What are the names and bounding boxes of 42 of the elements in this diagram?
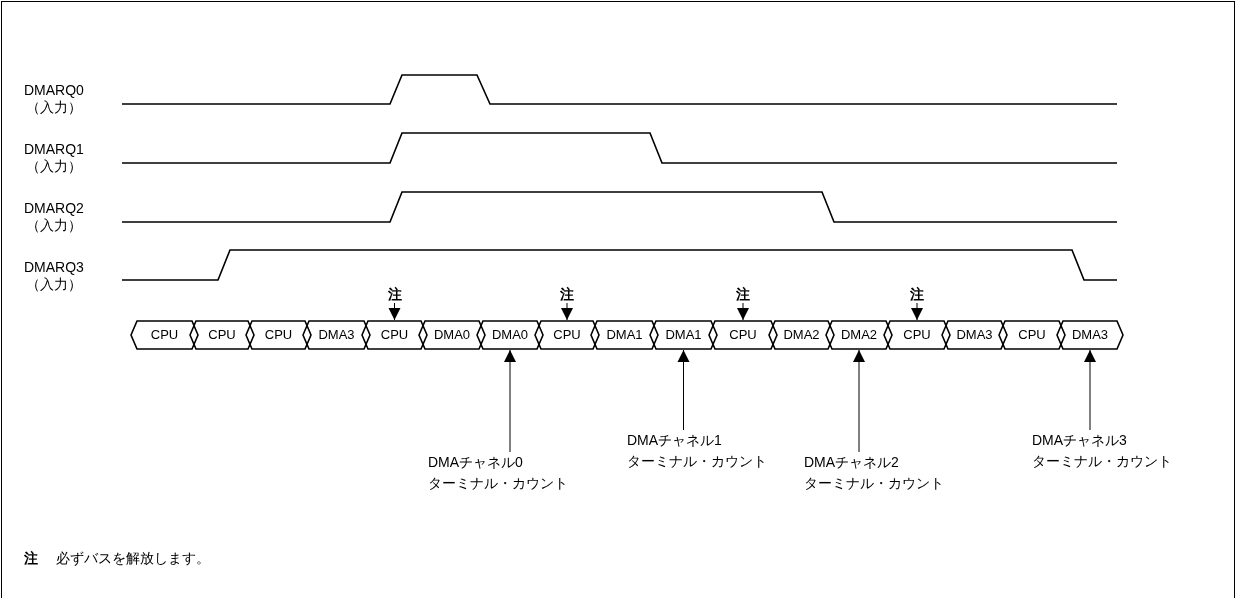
bus-cycle: CPU: [534, 320, 600, 350]
terminal-count-label: DMAチャネル2 ターミナル・カウント: [804, 452, 984, 494]
bus-cycle: CPU: [245, 320, 312, 350]
bus-cycle: CPU: [361, 320, 428, 350]
signal-direction: （入力）: [26, 99, 82, 116]
bus-cycle: DMA0: [476, 320, 544, 350]
leader-arrow: [561, 302, 573, 321]
bus-cycle: DMA1: [590, 320, 659, 350]
bus-cycle: DMA3: [941, 320, 1008, 350]
signal-direction: （入力）: [26, 158, 82, 175]
bus-cycle: DMA0: [418, 320, 486, 350]
bus-cycle: CPU: [189, 320, 255, 350]
leader-arrow: [853, 349, 865, 453]
note-marker: 注: [24, 550, 38, 567]
signal-name: DMARQ0: [24, 82, 84, 99]
leader-arrow: [388, 302, 401, 321]
bus-cycle: DMA3: [1056, 320, 1124, 350]
signal-name: DMARQ2: [24, 200, 84, 217]
bus-cycle: CPU: [708, 320, 778, 350]
note-marker: 注: [557, 286, 577, 302]
leader-arrow: [504, 349, 516, 453]
signal-name: DMARQ1: [24, 141, 84, 158]
leader-arrow: [911, 302, 923, 321]
note-marker: 注: [907, 286, 927, 302]
bus-cycle: DMA1: [649, 320, 718, 350]
signal-direction: （入力）: [26, 217, 82, 234]
leader-arrow: [677, 349, 690, 431]
note-marker: 注: [733, 286, 753, 302]
bus-cycle: CPU: [998, 320, 1066, 350]
signal-name: DMARQ3: [24, 259, 84, 276]
note-marker: 注: [384, 286, 405, 302]
terminal-count-label: DMAチャネル0 ターミナル・カウント: [428, 452, 608, 494]
bus-cycle: CPU: [130, 320, 199, 350]
bus-cycle: DMA3: [302, 320, 371, 350]
terminal-count-label: DMAチャネル3 ターミナル・カウント: [1032, 430, 1212, 472]
leader-arrow: [1084, 349, 1096, 431]
signal-direction: （入力）: [26, 276, 82, 293]
note-text: 必ずバスを解放します。: [56, 550, 210, 567]
bus-cycle: DMA2: [825, 320, 893, 350]
leader-arrow: [737, 302, 749, 321]
bus-cycle: DMA2: [768, 320, 835, 350]
bus-cycle: CPU: [883, 320, 951, 350]
